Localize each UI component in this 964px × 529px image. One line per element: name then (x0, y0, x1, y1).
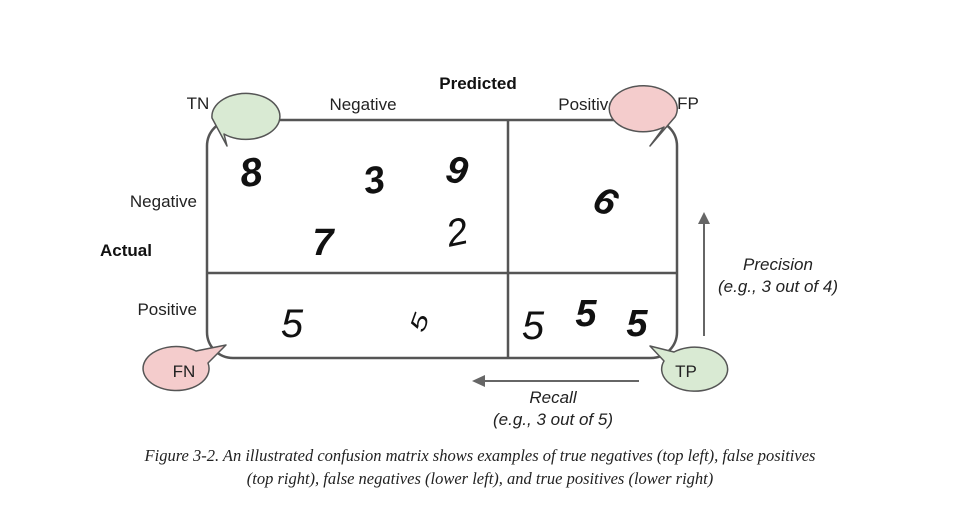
recall-example: (e.g., 3 out of 5) (493, 410, 613, 429)
recall-arrow (472, 375, 639, 387)
tn-digit-3: 3 (360, 158, 388, 203)
caption-line-2: (top right), false negatives (lower left… (246, 469, 714, 488)
tp-bubble-shape (649, 345, 729, 392)
recall-label: Recall (529, 388, 577, 407)
figure-caption: Figure 3-2. An illustrated confusion mat… (40, 444, 920, 490)
actual-label: Actual (100, 241, 152, 260)
tp-cell-digits: 5 5 5 (522, 293, 649, 348)
fn-bubble-shape (142, 344, 227, 392)
tp-digit-5-third: 5 (626, 303, 648, 345)
precision-label: Precision (743, 255, 813, 274)
row-negative-label: Negative (130, 192, 197, 211)
predicted-label: Predicted (439, 74, 516, 93)
recall-arrowhead (472, 375, 485, 387)
tn-bubble: TN (187, 92, 281, 147)
tp-digit-5-first: 5 (522, 304, 545, 348)
column-negative-label: Negative (329, 95, 396, 114)
fp-bubble-label: FP (677, 94, 699, 113)
tp-bubble-label: TP (675, 362, 697, 381)
tn-digit-2: 2 (442, 210, 472, 256)
row-positive-label: Positive (137, 300, 197, 319)
matrix-frame (205, 118, 679, 360)
tn-cell-digits: 8 3 9 7 2 (237, 148, 472, 264)
precision-example: (e.g., 3 out of 4) (718, 277, 838, 296)
fn-bubble-label: FN (173, 362, 196, 381)
tp-digit-5-second: 5 (575, 293, 597, 335)
fp-bubble-shape (608, 85, 678, 147)
tp-bubble: TP (649, 345, 729, 392)
fn-bubble: FN (142, 344, 227, 392)
fp-cell-digits: 6 (587, 179, 625, 226)
fn-digit-5-first: 5 (281, 302, 304, 346)
tn-digit-8: 8 (237, 150, 266, 197)
tn-bubble-shape (211, 92, 281, 147)
fn-digit-5-second: 5 (404, 309, 434, 335)
precision-arrow (698, 212, 710, 336)
precision-arrowhead (698, 212, 710, 224)
column-positive-label: Positive (558, 95, 618, 114)
tn-digit-9: 9 (443, 148, 471, 193)
fp-bubble: FP (608, 85, 699, 147)
tn-bubble-label: TN (187, 94, 210, 113)
fn-cell-digits: 5 5 (281, 302, 435, 346)
fp-digit-6: 6 (587, 179, 625, 226)
caption-line-1: Figure 3-2. An illustrated confusion mat… (144, 446, 816, 465)
tn-digit-7: 7 (312, 222, 335, 264)
